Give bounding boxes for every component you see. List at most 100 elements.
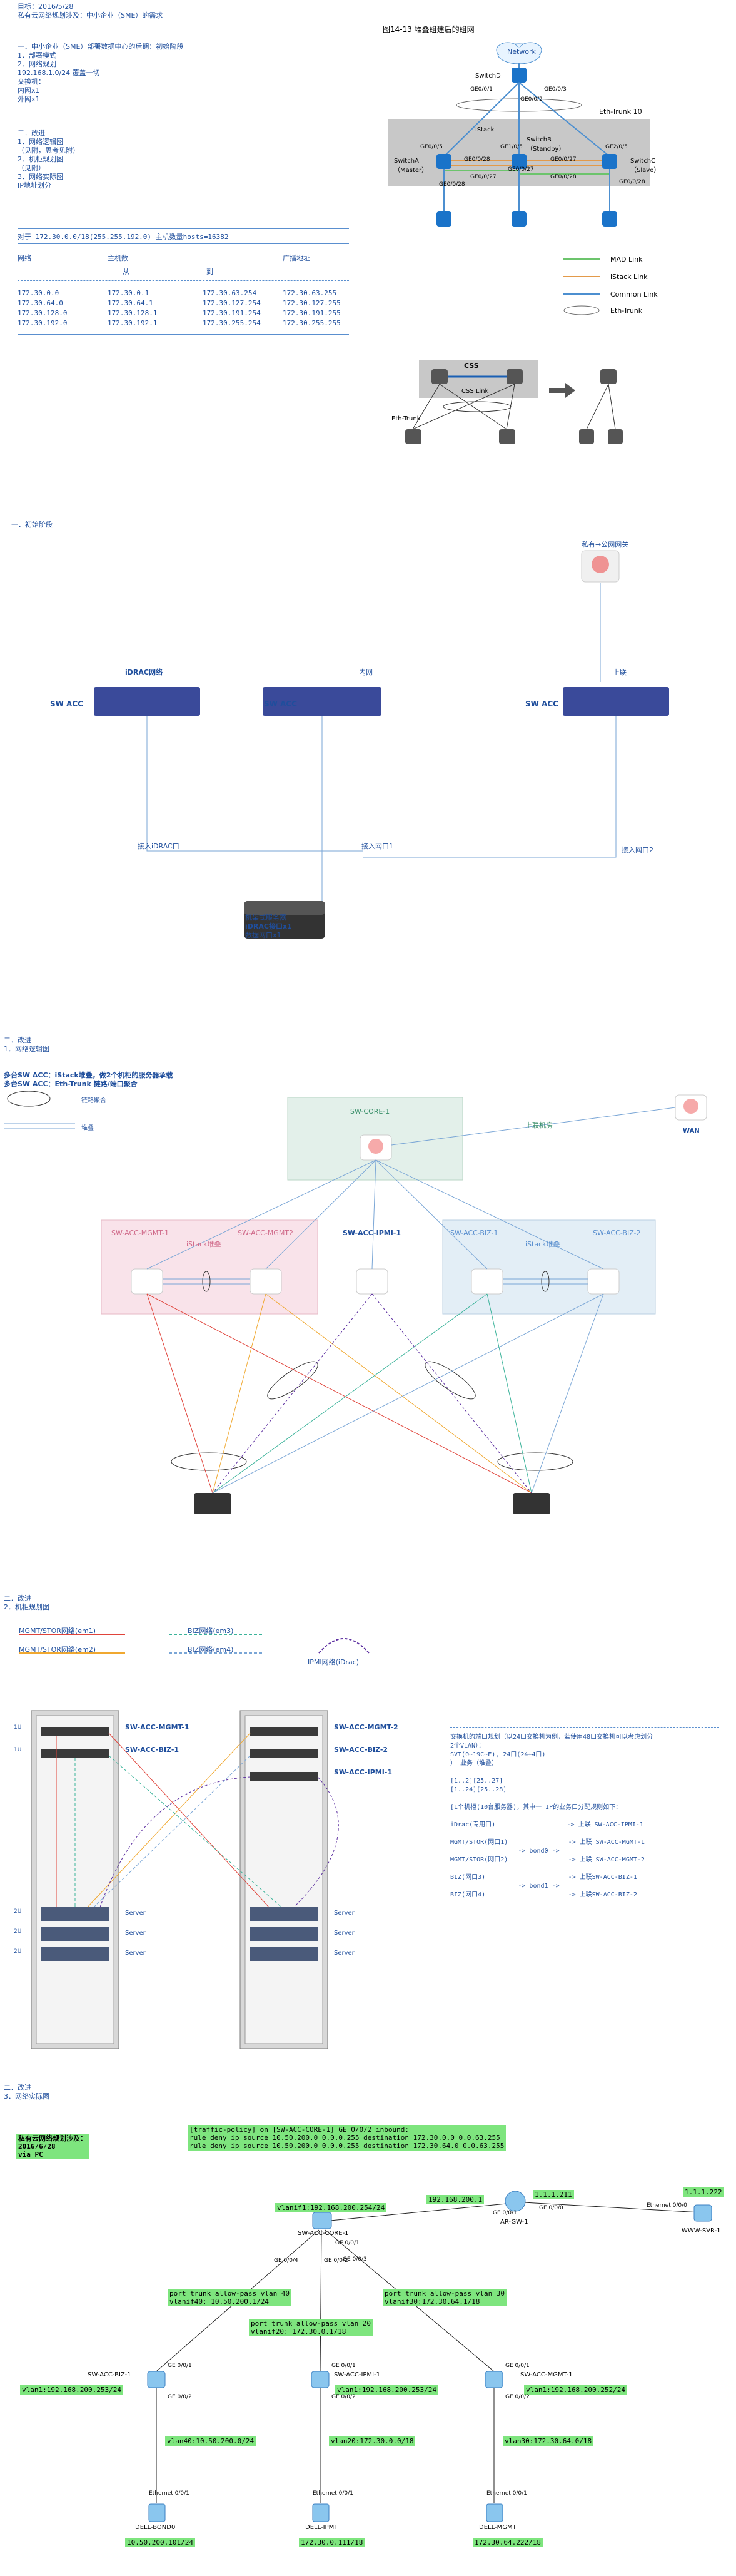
- ip-table-cell: 172.30.191.255: [283, 309, 341, 317]
- fig1-istack-diagram: [388, 42, 650, 227]
- em3-cable: [108, 1755, 282, 1908]
- divider: [18, 228, 349, 229]
- trunk-ring: [425, 1361, 476, 1400]
- istack-label: iStack堆叠: [186, 1240, 221, 1248]
- legend-em4: BIZ网络(em4): [188, 1646, 234, 1654]
- legend-trunk-ellipse: [563, 305, 600, 315]
- switch-unit: [41, 1727, 109, 1736]
- port-label: GE0/0/28: [550, 174, 577, 180]
- css-link-label: CSS Link: [461, 388, 489, 395]
- link: [439, 384, 507, 430]
- private-gw-label: 私有→公网网关: [582, 541, 629, 549]
- sec2-line: （见附）: [18, 164, 45, 172]
- port-label: GE1/0/5: [500, 144, 523, 150]
- pc-icon: [148, 2503, 166, 2522]
- mgmt-link-em2: [265, 1293, 532, 1494]
- biz1-label: SW-ACC-BIZ-1: [450, 1229, 498, 1237]
- link: [412, 384, 440, 430]
- port-label: GE0/0/2: [520, 96, 543, 103]
- port-label: 接入iDRAC口: [138, 842, 179, 850]
- doc-title: 目标：2016/5/28: [18, 3, 74, 11]
- trunk30-box: port trunk allow-pass vlan 30 vlanif30:1…: [383, 2289, 507, 2306]
- em1-cable: [108, 1733, 270, 1908]
- pc1-label: DELL-BOND0: [135, 2524, 176, 2531]
- em4-cable: [93, 1755, 251, 1908]
- port-label: GE0/0/27: [550, 156, 577, 163]
- server-label: Server: [334, 1950, 355, 1957]
- sec2-line: IP地址划分: [18, 181, 51, 190]
- ip-header-hosts: 主机数: [108, 254, 128, 262]
- www-ip-box: 1.1.1.222: [683, 2187, 724, 2197]
- ip-table-cell: 172.30.191.254: [203, 309, 261, 317]
- port-label: GE 0/0/2: [331, 2394, 356, 2400]
- switchA-icon: [436, 154, 451, 169]
- mgmt-stack-area: [101, 1219, 318, 1315]
- ip-table-cell: 172.30.192.1: [108, 319, 158, 327]
- port-label: 接入网口1: [361, 842, 393, 850]
- uplink-label: 上联机房: [525, 1121, 553, 1129]
- port-label: GE 0/0/4: [274, 2258, 298, 2264]
- switchC-label: SwitchC （Slave）: [630, 158, 660, 174]
- ipmi-net-box: vlan20:172.30.0.0/18: [329, 2436, 416, 2446]
- link: [146, 716, 363, 852]
- pc-icon: [486, 2503, 503, 2522]
- port-label: GE 0/0/3: [343, 2256, 367, 2263]
- rack-server-icon: [244, 901, 325, 915]
- core-switch-icon: [312, 2212, 332, 2229]
- rack-note-line: MGMT/STOR(网口1) -> 上联 SW-ACC-MGMT-1: [450, 1839, 645, 1846]
- port-label: Ethernet 0/0/1: [313, 2490, 353, 2497]
- access-switch-icon: [499, 429, 515, 444]
- rack-switch-label: SW-ACC-MGMT-1: [125, 1723, 189, 1731]
- server-label: Server: [334, 1910, 355, 1917]
- biz-label: SW-ACC-BIZ-1: [88, 2371, 131, 2378]
- switch-unit: [41, 1749, 109, 1758]
- u-label: 1U: [14, 1724, 22, 1731]
- divider: [450, 1727, 719, 1728]
- traffic-policy-box: [traffic-policy] on [SW-ACC-CORE-1] GE 0…: [188, 2125, 507, 2151]
- switch-icon: [131, 1268, 163, 1295]
- u-label: 2U: [14, 1908, 22, 1915]
- server-unit: [250, 1907, 318, 1921]
- server-unit: [250, 1947, 318, 1961]
- port-label: GE0/0/28: [439, 181, 465, 188]
- switch-icon: [608, 429, 623, 444]
- css-switch-icon: [431, 369, 448, 384]
- server-label: iDRAC接口x1: [245, 922, 292, 930]
- legend-trunk-ellipse: [7, 1091, 51, 1107]
- link: [506, 384, 515, 430]
- ipmi-label: SW-ACC-IPMI-1: [334, 2371, 380, 2378]
- rack-note-line: MGMT/STOR(网口2) -> 上联 SW-ACC-MGMT-2: [450, 1856, 645, 1863]
- host-icon: [602, 211, 617, 227]
- port-label: GE0/0/28: [619, 179, 645, 185]
- port-label: GE 0/0/1: [335, 2240, 360, 2246]
- port-label: Ethernet 0/0/1: [149, 2490, 189, 2497]
- mgmt2-label: SW-ACC-MGMT2: [238, 1229, 294, 1237]
- link-core-ipmi: [320, 2229, 322, 2372]
- rack-note-line: SVI(0~19C~E), 24口(24+4口): [450, 1751, 546, 1758]
- sw-acc-label: SW ACC: [264, 700, 297, 708]
- trunk-ring: [171, 1452, 247, 1471]
- ip-table-cell: 172.30.128.1: [108, 309, 158, 317]
- link: [363, 716, 617, 858]
- switchD-icon: [512, 68, 527, 83]
- ipmi-cable: [99, 1776, 251, 1908]
- rack-note-line: BIZ(网口3) -> 上联SW-ACC-BIZ-1: [450, 1874, 637, 1881]
- legend-mad: MAD Link: [610, 255, 643, 263]
- fig6-heading: 3．网络实际图: [4, 2092, 49, 2100]
- sec1-line: 192.168.1.0/24 覆盖一切: [18, 69, 100, 77]
- pc-icon: [312, 2503, 330, 2522]
- server-unit: [41, 1927, 109, 1941]
- fig1-legend-lines: [563, 258, 600, 315]
- rack-interior: [244, 1715, 323, 2044]
- ip-table-cell: 172.30.63.255: [283, 289, 337, 297]
- ar-label: AR-GW-1: [500, 2219, 528, 2226]
- eth-trunk10-label: Eth-Trunk 10: [599, 108, 642, 116]
- link: [371, 1159, 376, 1270]
- ipmi-label: SW-ACC-IPMI-1: [343, 1229, 401, 1237]
- sec1-line: 1．部署模式: [18, 51, 56, 59]
- legend-ipmi-curve: [318, 1638, 370, 1654]
- em2-cable: [87, 1733, 251, 1908]
- doc-subtitle: 私有云网络规划涉及：中小企业（SME）的需求: [18, 11, 163, 19]
- css-switch-icon: [507, 369, 523, 384]
- legend-em3: BIZ网络(em3): [188, 1627, 234, 1635]
